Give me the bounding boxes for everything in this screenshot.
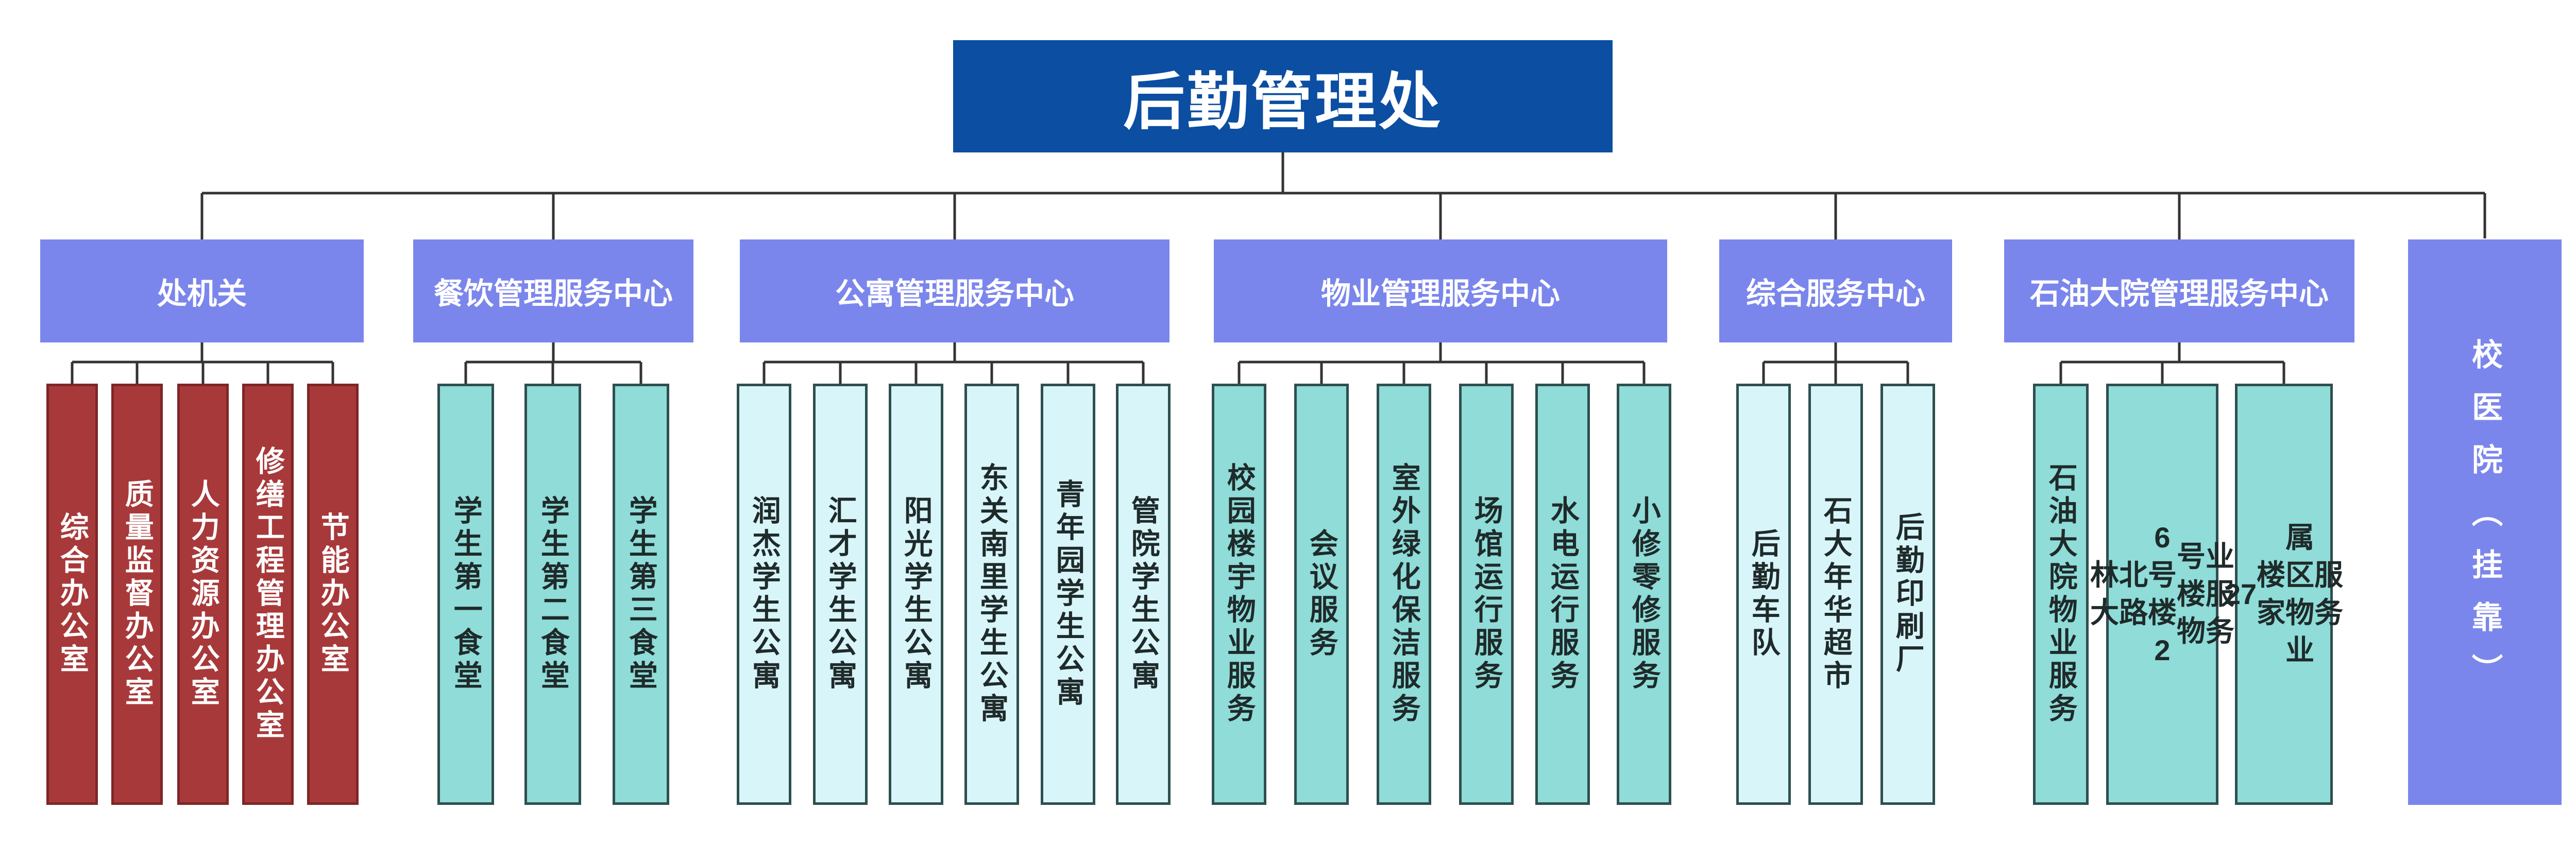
unit-node: 后勤印刷厂 (1880, 384, 1935, 805)
unit-node: 质量监督办公室 (111, 384, 163, 805)
unit-node: 石油大院物业服务 (2033, 384, 2089, 805)
unit-node: 综合办公室 (46, 384, 98, 805)
dept-node: 校医院（挂靠） (2408, 239, 2562, 805)
unit-node: 人力资源办公室 (177, 384, 229, 805)
unit-node: 学生第一食堂 (437, 384, 494, 805)
dept-node: 石油大院管理服务中心 (2004, 239, 2354, 342)
unit-node: 后勤车队 (1736, 384, 1791, 805)
dept-node: 综合服务中心 (1719, 239, 1952, 342)
root-node: 后勤管理处 (953, 40, 1613, 152)
unit-node: 校园楼宇物业服务 (1212, 384, 1266, 805)
unit-node: 学生第二食堂 (524, 384, 581, 805)
dept-node: 公寓管理服务中心 (740, 239, 1170, 342)
dept-node: 处机关 (40, 239, 364, 342)
unit-node: 阳光学生公寓 (889, 384, 943, 805)
unit-node: 节能办公室 (307, 384, 359, 805)
unit-node: 会议服务 (1294, 384, 1349, 805)
unit-node: 小修零修服务 (1617, 384, 1671, 805)
unit-node: 汇才学生公寓 (813, 384, 868, 805)
dept-node: 餐饮管理服务中心 (413, 239, 693, 342)
unit-node: 东关南里学生公寓 (964, 384, 1019, 805)
unit-node: 室外绿化保洁服务 (1377, 384, 1431, 805)
unit-node: 青年园学生公寓 (1041, 384, 1095, 805)
unit-node: 石大年华超市 (1808, 384, 1863, 805)
unit-node: 润杰学生公寓 (737, 384, 791, 805)
unit-node: 管院学生公寓 (1116, 384, 1171, 805)
unit-node: 修缮工程管理办公室 (242, 384, 294, 805)
dept-node: 物业管理服务中心 (1214, 239, 1667, 342)
unit-node: 学生第三食堂 (613, 384, 669, 805)
unit-node: 场馆运行服务 (1459, 384, 1514, 805)
unit-node: 水电运行服务 (1535, 384, 1590, 805)
